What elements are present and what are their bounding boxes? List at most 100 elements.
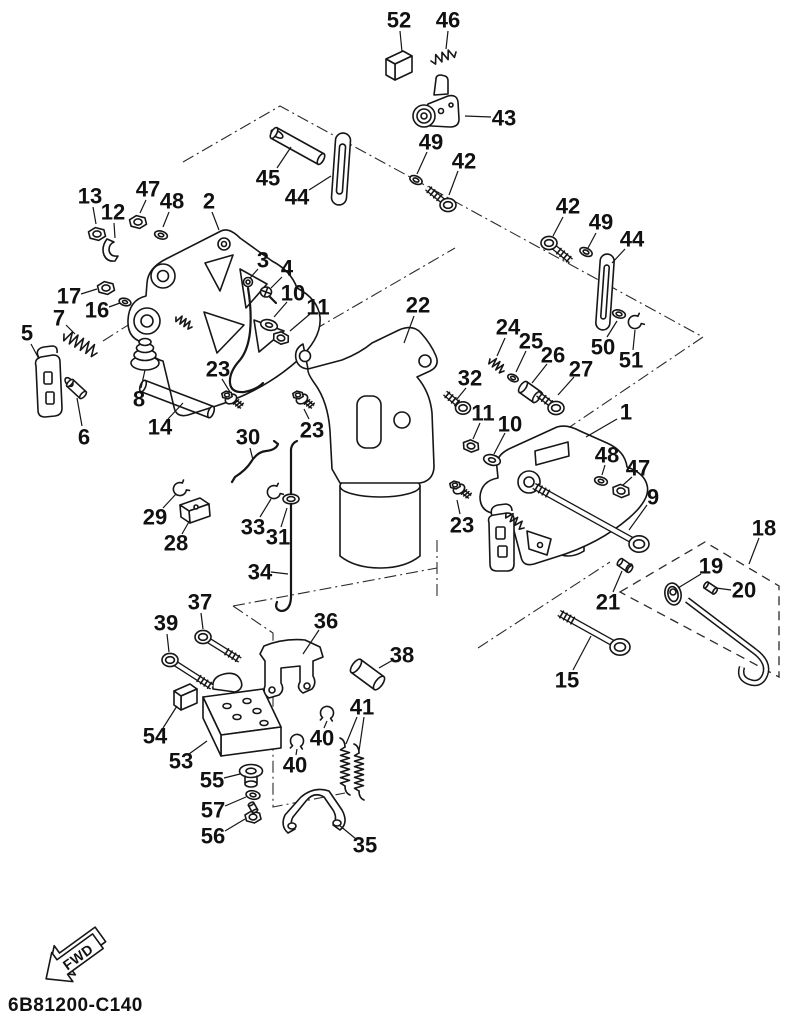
leader-line bbox=[259, 498, 272, 518]
leader-line bbox=[276, 146, 292, 169]
callout-part-48: 48 bbox=[160, 189, 184, 214]
callout-part-47: 47 bbox=[626, 456, 650, 481]
leader-line bbox=[748, 537, 760, 565]
callout-part-56: 56 bbox=[201, 824, 225, 849]
leader-line bbox=[677, 573, 702, 589]
leader-line bbox=[448, 170, 459, 196]
callout-part-18: 18 bbox=[752, 516, 776, 541]
steering-friction-rod bbox=[685, 597, 770, 687]
callout-part-3: 3 bbox=[257, 248, 269, 273]
leader-line bbox=[108, 302, 121, 308]
leader-line bbox=[92, 206, 97, 225]
swivel-bracket bbox=[294, 326, 438, 569]
leader-line bbox=[587, 232, 597, 249]
leader-line bbox=[249, 268, 259, 279]
callout-part-39: 39 bbox=[154, 611, 178, 636]
callout-part-55: 55 bbox=[200, 768, 224, 793]
callout-part-10: 10 bbox=[281, 281, 305, 306]
leader-line bbox=[464, 115, 492, 118]
leader-line bbox=[323, 720, 328, 729]
leader-line bbox=[270, 276, 283, 289]
callout-part-12: 12 bbox=[101, 200, 125, 225]
leader-line bbox=[181, 519, 191, 535]
leader-line bbox=[211, 211, 220, 231]
leader-line bbox=[289, 313, 311, 332]
leader-line bbox=[493, 432, 506, 455]
callout-part-29: 29 bbox=[143, 505, 167, 530]
callout-part-44: 44 bbox=[620, 227, 645, 252]
callout-part-16: 16 bbox=[85, 298, 109, 323]
leader-line bbox=[611, 248, 626, 264]
callout-part-57: 57 bbox=[201, 798, 225, 823]
leader-line bbox=[628, 504, 648, 531]
leader-line bbox=[30, 343, 40, 360]
leader-line bbox=[80, 288, 98, 295]
callout-part-32: 32 bbox=[458, 366, 482, 391]
callout-part-2: 2 bbox=[203, 189, 215, 214]
leader-line bbox=[308, 175, 332, 191]
fwd-arrow-shadow bbox=[47, 926, 107, 976]
leader-line bbox=[76, 397, 83, 427]
leader-line bbox=[188, 740, 208, 755]
leader-line bbox=[295, 748, 298, 756]
callout-part-50: 50 bbox=[591, 335, 615, 360]
callout-part-20: 20 bbox=[732, 578, 756, 603]
callout-part-45: 45 bbox=[256, 166, 280, 191]
leader-line bbox=[416, 151, 428, 175]
callout-part-40: 40 bbox=[283, 753, 307, 778]
callout-part-17: 17 bbox=[57, 284, 81, 309]
clamp-pad-tab bbox=[490, 503, 513, 517]
leader-line bbox=[632, 329, 636, 351]
fwd-arrow bbox=[45, 933, 104, 983]
leader-line bbox=[622, 476, 633, 486]
leader-line bbox=[606, 320, 618, 338]
leader-line bbox=[472, 422, 481, 440]
callout-part-37: 37 bbox=[188, 590, 212, 615]
callout-part-23: 23 bbox=[450, 513, 474, 538]
callout-part-23: 23 bbox=[206, 357, 230, 382]
leader-line bbox=[221, 378, 231, 393]
leader-line bbox=[167, 402, 184, 420]
fwd-direction-indicator: FWD bbox=[45, 926, 107, 983]
steering-cam bbox=[211, 672, 243, 693]
leader-line bbox=[456, 499, 461, 515]
callout-part-51: 51 bbox=[619, 348, 643, 373]
port-clamp-bracket bbox=[127, 229, 321, 417]
callout-part-35: 35 bbox=[353, 833, 377, 858]
callout-part-6: 6 bbox=[78, 425, 90, 450]
callout-part-30: 30 bbox=[236, 425, 260, 450]
leader-line bbox=[445, 30, 449, 50]
shift-rod bbox=[275, 439, 299, 613]
leader-line bbox=[224, 796, 247, 807]
leader-line bbox=[515, 350, 527, 373]
leader-line bbox=[378, 659, 394, 669]
callout-part-22: 22 bbox=[406, 293, 430, 318]
callout-part-38: 38 bbox=[390, 643, 414, 668]
callout-part-21: 21 bbox=[596, 590, 620, 615]
callout-part-43: 43 bbox=[492, 106, 516, 131]
callout-part-1: 1 bbox=[620, 400, 632, 425]
callout-part-53: 53 bbox=[169, 749, 193, 774]
callout-part-25: 25 bbox=[519, 329, 543, 354]
leader-line bbox=[585, 418, 618, 438]
leader-line bbox=[280, 507, 288, 528]
leader-line bbox=[302, 629, 320, 655]
callout-part-10: 10 bbox=[498, 412, 522, 437]
leader-line bbox=[456, 387, 467, 400]
leader-line bbox=[162, 705, 178, 729]
leader-line bbox=[223, 773, 241, 779]
clamp-pad-port bbox=[34, 345, 63, 418]
callout-part-54: 54 bbox=[143, 724, 168, 749]
leader-line bbox=[601, 464, 606, 476]
callout-part-23: 23 bbox=[300, 418, 324, 443]
callout-part-24: 24 bbox=[496, 315, 521, 340]
leader-line bbox=[140, 369, 146, 389]
callout-part-19: 19 bbox=[699, 554, 723, 579]
callout-part-15: 15 bbox=[555, 668, 579, 693]
starboard-clamp-bracket bbox=[479, 425, 649, 572]
leader-line bbox=[270, 571, 289, 575]
leader-line bbox=[557, 376, 575, 396]
callout-part-4: 4 bbox=[281, 256, 294, 281]
